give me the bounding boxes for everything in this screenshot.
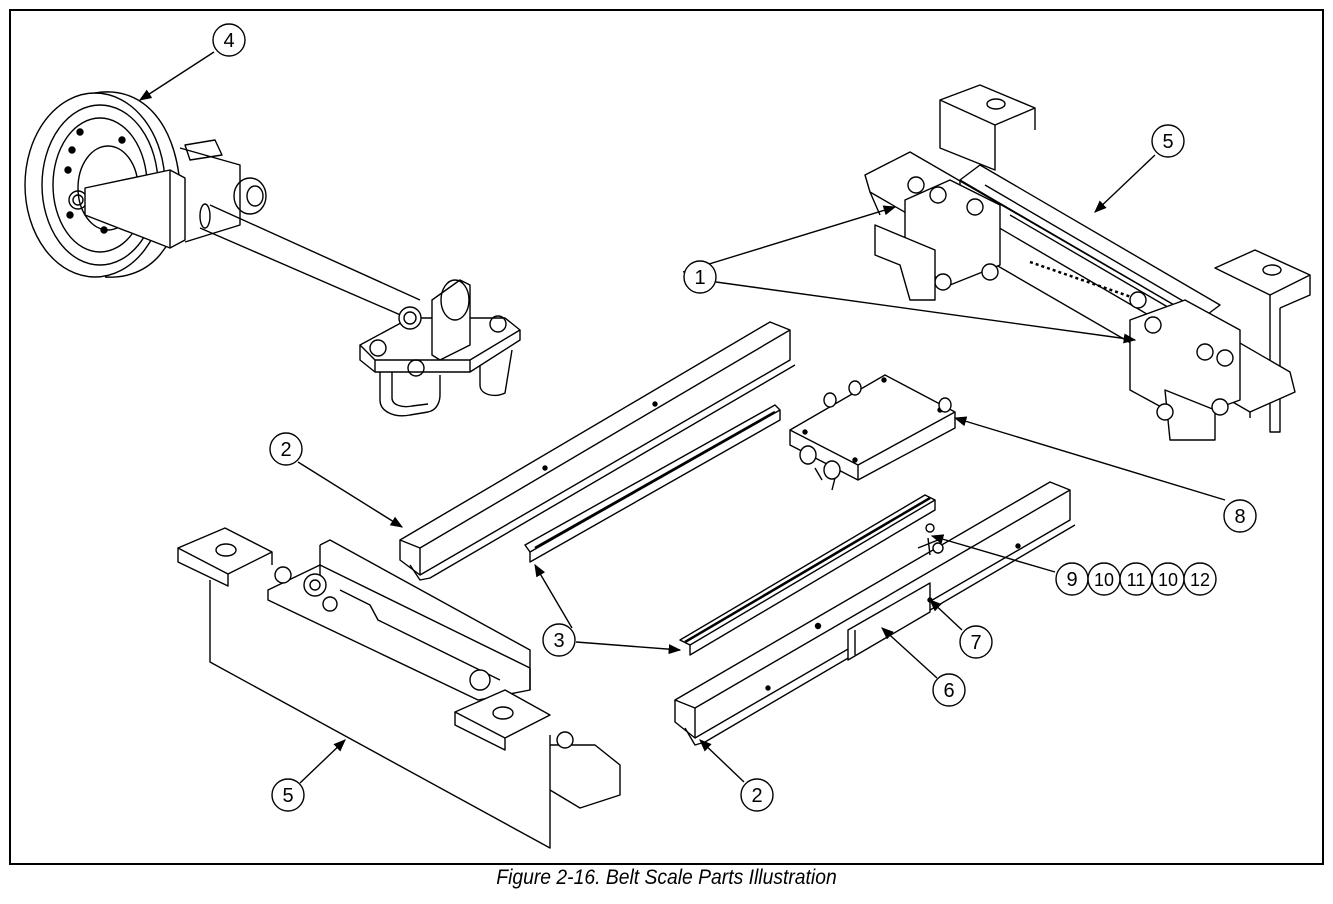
- callout-12: 12: [1190, 570, 1210, 590]
- weigh-bridge-upper: [864, 84, 1311, 441]
- callout-2-upper: 2: [280, 439, 291, 461]
- callout-7: 7: [970, 632, 981, 654]
- idler-wheel-assembly: [24, 91, 521, 417]
- callout-10-second: 10: [1158, 570, 1178, 590]
- mounting-strip-lower: [679, 494, 936, 656]
- leader-lines: [138, 51, 1226, 784]
- rail-channel-lower: [674, 481, 1076, 746]
- weigh-bridge-lower: [177, 527, 621, 849]
- callout-2-lower: 2: [751, 785, 762, 807]
- callout-5-lower: 5: [282, 785, 293, 807]
- callout-1: 1: [694, 267, 705, 289]
- mounting-strip-upper: [524, 404, 781, 563]
- callout-5-upper: 5: [1162, 131, 1173, 153]
- callout-4: 4: [223, 30, 234, 52]
- callout-3: 3: [553, 630, 564, 652]
- figure-border: [9, 9, 1324, 865]
- rail-channel-upper: [399, 321, 796, 581]
- figure-caption: Figure 2-16. Belt Scale Parts Illustrati…: [496, 866, 837, 889]
- junction-box: [789, 374, 956, 491]
- callout-9: 9: [1066, 569, 1077, 591]
- callout-6: 6: [943, 680, 954, 702]
- callout-10-first: 10: [1094, 570, 1114, 590]
- callout-11: 11: [1127, 570, 1146, 590]
- callout-8: 8: [1234, 506, 1245, 528]
